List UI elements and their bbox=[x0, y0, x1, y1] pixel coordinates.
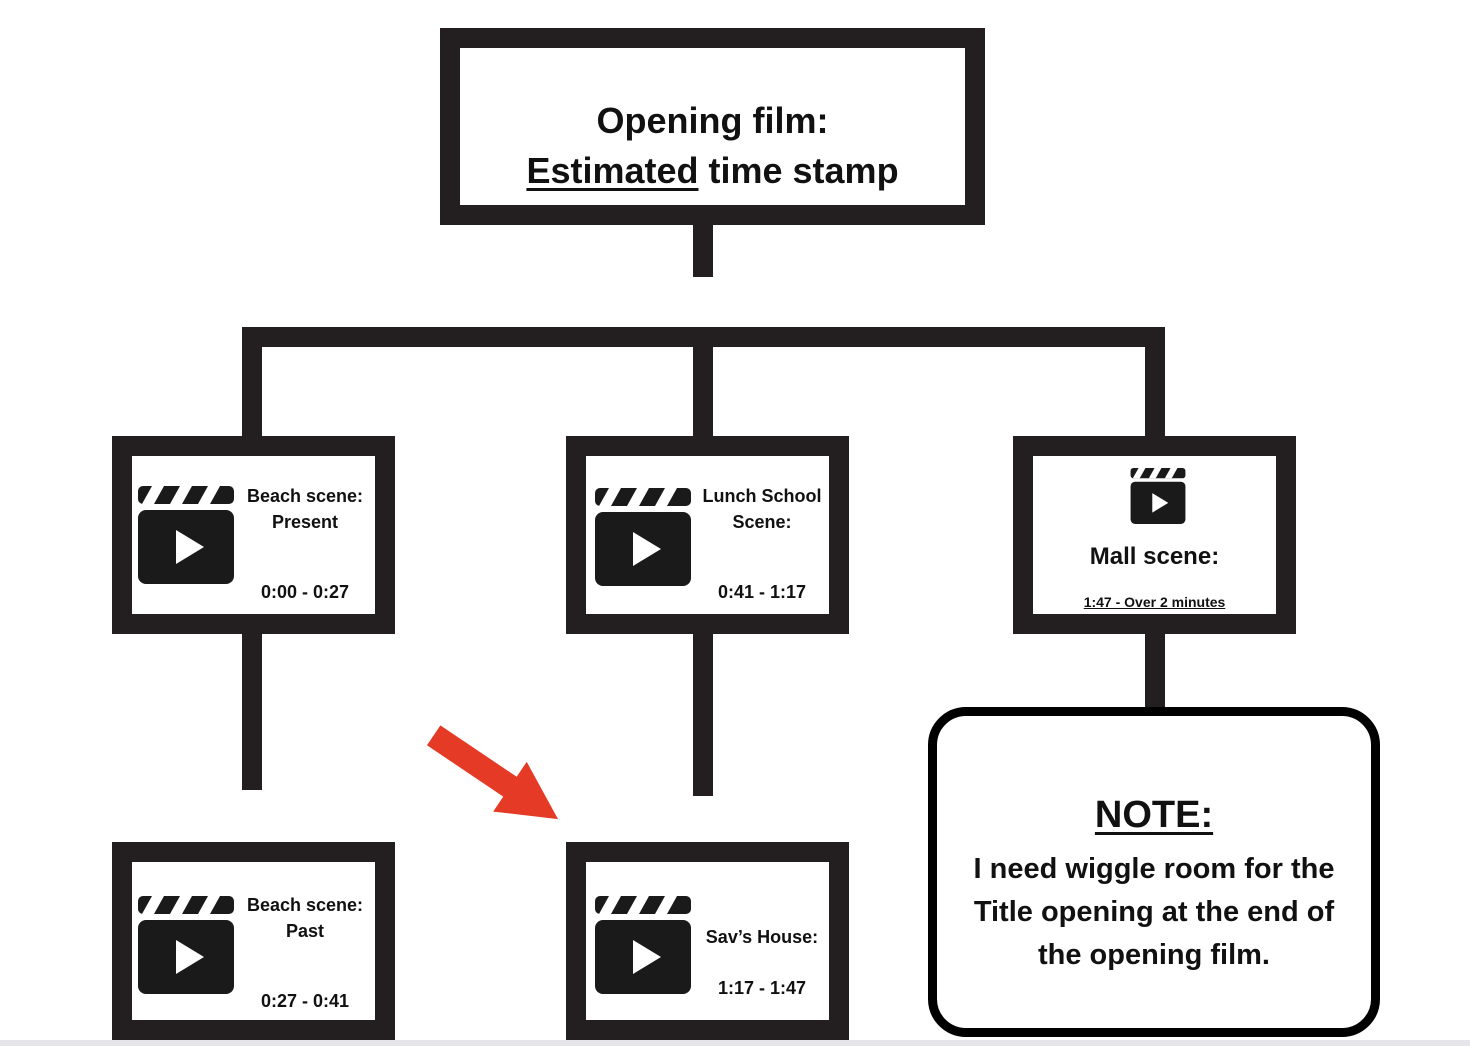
scene-box-beach-present: Beach scene: Present 0:00 - 0:27 bbox=[112, 436, 395, 634]
scene-label-line-1: Lunch School bbox=[702, 486, 822, 506]
note-box: NOTE: I need wiggle room for the Title o… bbox=[928, 707, 1380, 1037]
scene-box-mall: Mall scene: 1:47 - Over 2 minutes bbox=[1013, 436, 1296, 634]
scene-time: 1:47 - Over 2 minutes bbox=[1083, 594, 1226, 610]
connector-middle-down bbox=[693, 327, 713, 439]
note-heading: NOTE: bbox=[1094, 794, 1214, 836]
connector-title-down bbox=[693, 225, 713, 277]
scene-time: 0:27 - 0:41 bbox=[260, 991, 350, 1011]
scene-time: 0:00 - 0:27 bbox=[260, 582, 350, 602]
scene-label-line-1: Beach scene: bbox=[246, 895, 364, 915]
title-underlined-word: Estimated bbox=[526, 150, 699, 191]
scene-label-line-2: Scene: bbox=[732, 512, 792, 532]
connector-right-lower bbox=[1145, 632, 1165, 712]
scene-time: 0:41 - 1:17 bbox=[717, 582, 807, 602]
scene-label-line-2: Present bbox=[271, 512, 339, 532]
scene-time: 1:17 - 1:47 bbox=[717, 978, 807, 998]
clapperboard-icon bbox=[138, 486, 234, 584]
title-line-2-rest: time stamp bbox=[698, 150, 899, 191]
title-line-1: Opening film: bbox=[596, 100, 829, 141]
scene-label-line-2: Past bbox=[285, 921, 325, 941]
title-line-2: Estimated time stamp bbox=[460, 150, 965, 192]
scene-box-savs-house: Sav’s House: 1:17 - 1:47 bbox=[566, 842, 849, 1040]
clapperboard-icon bbox=[595, 896, 691, 994]
scene-label-line-1: Beach scene: bbox=[246, 486, 364, 506]
connector-middle-lower bbox=[693, 632, 713, 796]
clapperboard-icon bbox=[595, 488, 691, 586]
connector-right-down bbox=[1145, 327, 1165, 439]
clapperboard-icon bbox=[138, 896, 234, 994]
scene-label-line-1: Sav’s House: bbox=[705, 927, 819, 947]
red-arrow-icon bbox=[426, 725, 559, 820]
scene-box-beach-past: Beach scene: Past 0:27 - 0:41 bbox=[112, 842, 395, 1040]
title-box: Opening film: Estimated time stamp bbox=[440, 28, 985, 225]
scene-label-line-1: Mall scene: bbox=[1089, 543, 1220, 570]
connector-left-lower bbox=[242, 632, 262, 790]
note-body: I need wiggle room for the Title opening… bbox=[973, 853, 1335, 971]
bottom-scroll-strip bbox=[0, 1040, 1470, 1046]
clapperboard-icon bbox=[1130, 468, 1186, 524]
scene-box-lunch-school: Lunch School Scene: 0:41 - 1:17 bbox=[566, 436, 849, 634]
connector-left-down bbox=[242, 327, 262, 439]
